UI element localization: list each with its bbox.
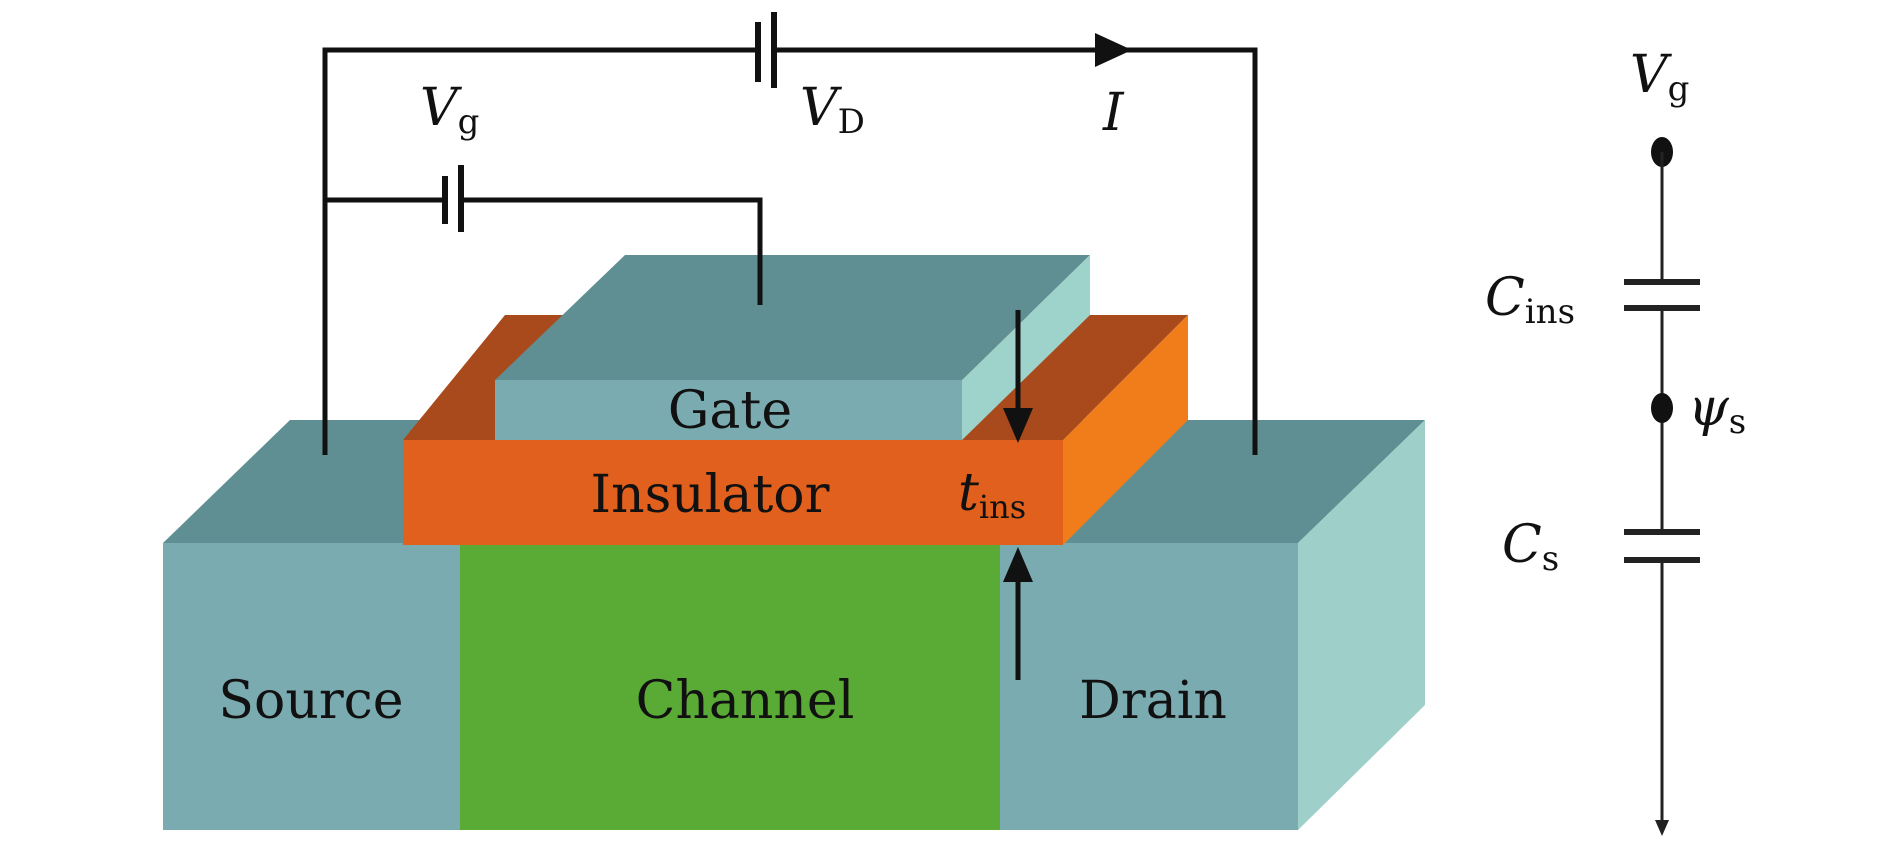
gate-wire	[461, 197, 763, 305]
gate-label: Gate	[668, 381, 792, 441]
equivalent-circuit: Vg Cins ψs Cs	[1485, 45, 1746, 836]
up-arrow-icon	[1003, 547, 1033, 582]
insulator-side-face	[1063, 315, 1188, 545]
insulator-label: Insulator	[591, 465, 830, 525]
drain-label: Drain	[1079, 671, 1227, 731]
drain-wire	[774, 47, 1258, 455]
source-region	[163, 543, 460, 830]
source-label: Source	[218, 671, 403, 731]
source-wire	[322, 47, 758, 455]
psi-s-label: ψs	[1688, 378, 1746, 442]
thickness-indicator	[1003, 310, 1033, 680]
gate-front-face	[495, 380, 962, 440]
current-arrow-icon	[1095, 33, 1132, 67]
t-ins-label: tins	[958, 463, 1026, 526]
channel-label: Channel	[636, 671, 855, 731]
vg-battery-label: Vg	[420, 78, 479, 142]
substrate-side-face	[1298, 420, 1425, 830]
c-ins-label: Cins	[1485, 268, 1575, 332]
gate-block	[495, 255, 1090, 440]
vg-terminal-label: Vg	[1630, 45, 1689, 109]
gate-side-face	[962, 255, 1090, 440]
current-label: I	[1102, 83, 1125, 143]
gate-top-face	[495, 255, 1090, 380]
channel-region	[460, 543, 1000, 830]
c-s-label: Cs	[1502, 515, 1559, 579]
drain-region	[1000, 543, 1298, 830]
insulator-front-face	[403, 440, 1063, 545]
psi-s-node	[1651, 393, 1673, 423]
vd-battery-label: VD	[800, 78, 865, 142]
ground-arrow-icon	[1655, 820, 1669, 836]
circuit-wiring	[322, 12, 1258, 455]
down-arrow-icon	[1003, 408, 1033, 443]
